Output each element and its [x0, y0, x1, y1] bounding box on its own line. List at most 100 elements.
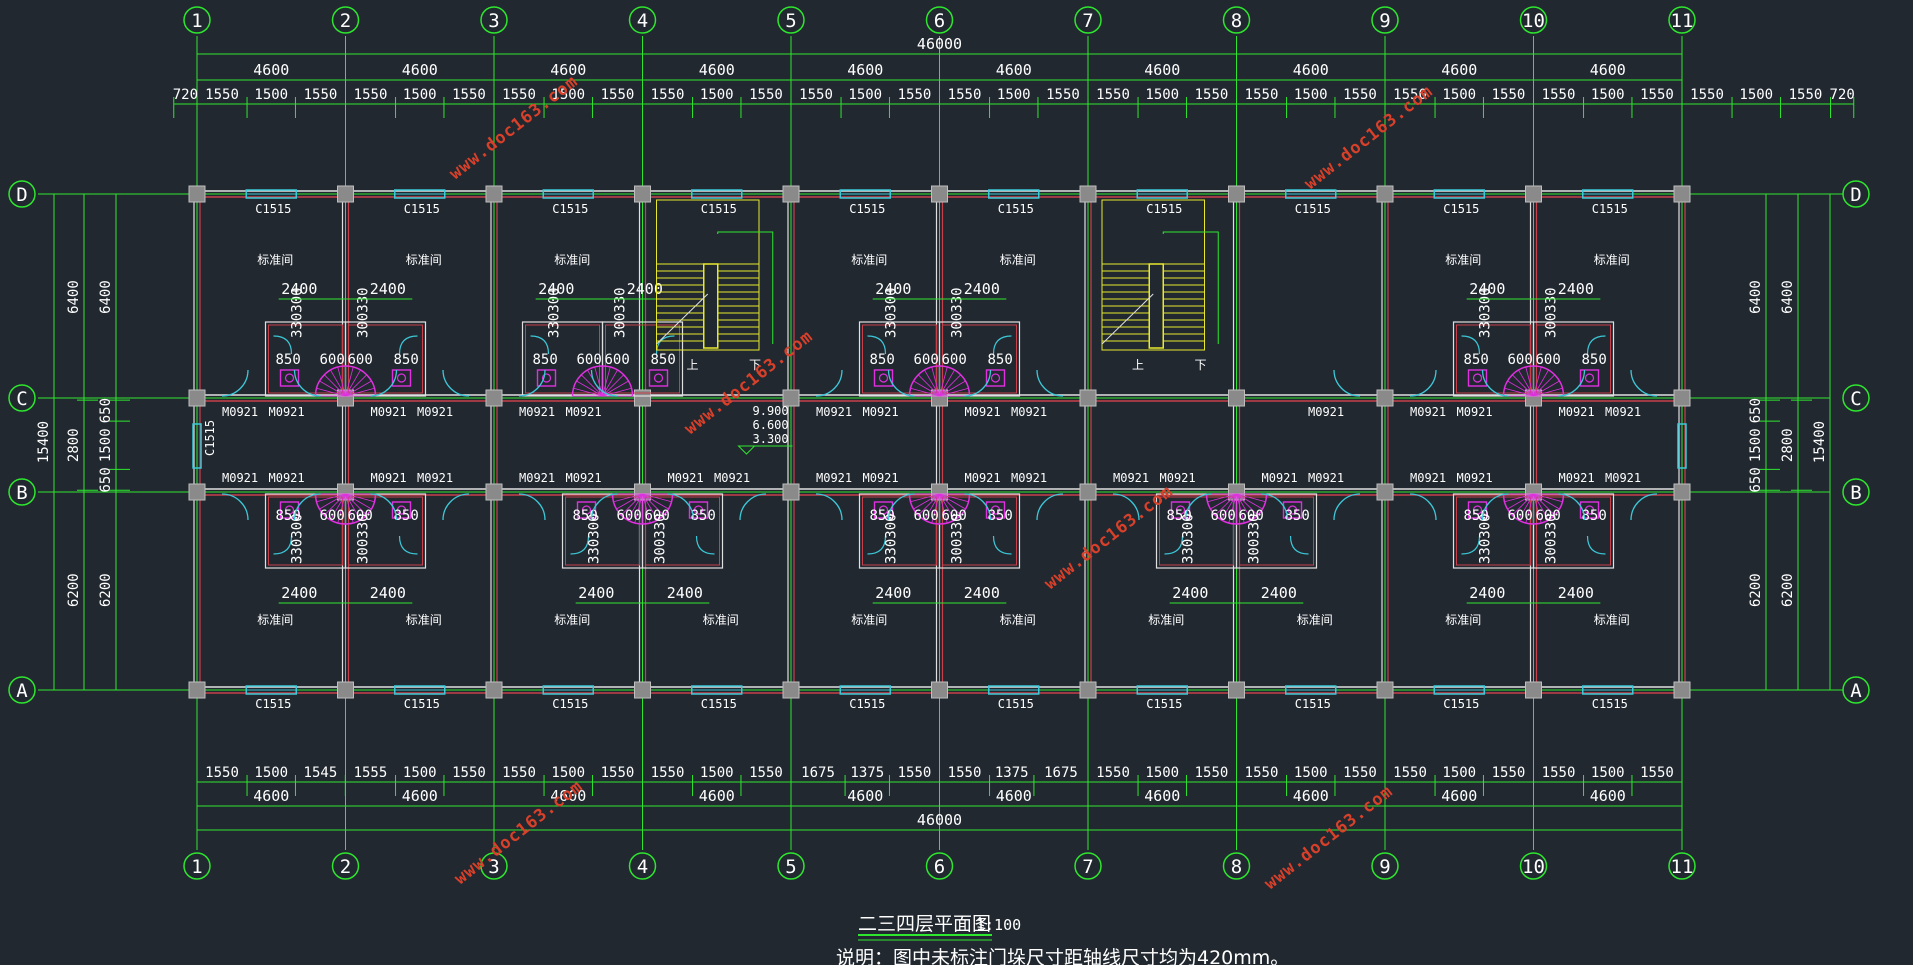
- room-width-dim: 2400: [1558, 584, 1594, 602]
- shower-ray: [345, 387, 375, 397]
- axis-bubble-11: [1668, 6, 1696, 34]
- axis-label-2: 2: [340, 856, 351, 878]
- bathroom-wall-inner: [942, 496, 1017, 566]
- basin: [391, 501, 412, 519]
- basin-drain: [878, 505, 889, 515]
- stair-arrow: [717, 231, 774, 344]
- axis-dim-left-value: 2800: [66, 428, 82, 462]
- window-label: C1515: [1295, 697, 1331, 711]
- bathroom-wall: [938, 493, 1021, 569]
- structural-column: [782, 389, 800, 407]
- axis-bubble-4: [628, 6, 657, 34]
- structural-column: [1376, 389, 1394, 407]
- bath-dim: 300330: [1544, 287, 1560, 338]
- window-label: C1515: [1146, 202, 1182, 216]
- axis-bubble-B: [1842, 478, 1870, 506]
- sub-dim-top-value: 1550: [354, 87, 388, 103]
- sub-dim-bottom-value: 1675: [1044, 765, 1078, 781]
- window-label: C1515: [849, 697, 885, 711]
- sub-dim-top-value: 1550: [898, 87, 932, 103]
- fixture-dim: 850: [988, 508, 1013, 524]
- window-end: [1677, 423, 1687, 469]
- fixture-dim: 600: [942, 352, 967, 368]
- bathroom-wall-inner: [1456, 496, 1531, 566]
- shower-ray: [616, 493, 643, 510]
- shower-ray: [1507, 493, 1534, 510]
- door-swing: [887, 369, 915, 397]
- total-dim-top-value: 46000: [917, 35, 962, 53]
- room-width-dim: 2400: [1469, 280, 1505, 298]
- fixture-dim: 850: [394, 508, 419, 524]
- shower-ray: [918, 374, 940, 397]
- shower-ray: [1525, 366, 1534, 397]
- axis-bubble-6: [925, 6, 954, 34]
- shower-ray: [345, 493, 375, 503]
- bathroom-wall-inner: [1159, 496, 1234, 566]
- door-label: M0921: [1410, 405, 1446, 419]
- total-dim-right-value: 15400: [1812, 421, 1828, 463]
- shower-ray: [627, 493, 643, 521]
- bath-door-swing: [1461, 535, 1481, 555]
- basin: [536, 369, 557, 387]
- door-swing: [590, 493, 618, 521]
- axis-label-4: 4: [637, 856, 648, 878]
- stair-up-label: 上: [687, 358, 699, 372]
- bay-dim-bottom-value: 4600: [1293, 787, 1329, 805]
- fixture-dim: 600: [914, 352, 939, 368]
- sub-dim-bottom-value: 1550: [601, 765, 635, 781]
- bath-dim: 330300: [290, 287, 306, 338]
- axis-label-B: B: [1850, 482, 1861, 504]
- basin: [279, 369, 300, 387]
- room-width-dim: 2400: [370, 584, 406, 602]
- fixture-dim: 600: [605, 352, 630, 368]
- sub-dim-bottom-value: 1500: [254, 765, 288, 781]
- axis-bubble-7: [1074, 852, 1102, 880]
- bath-dim: 300330: [356, 287, 372, 338]
- window-label: C1515: [255, 202, 291, 216]
- axis-dim-left-value: 6400: [66, 280, 82, 314]
- shower-ray: [1236, 493, 1266, 503]
- axis-label-8: 8: [1231, 856, 1242, 878]
- axis-bubble-1: [183, 852, 211, 880]
- axis-bubble-8: [1222, 6, 1251, 34]
- sub-dim-top-value: 1550: [1640, 87, 1674, 103]
- shower-ray: [939, 493, 948, 524]
- sub-dim-bottom-value: 1550: [502, 765, 536, 781]
- bath-door-swing: [1289, 535, 1309, 555]
- shower-ray: [324, 374, 346, 397]
- bathroom-wall-inner: [862, 324, 937, 394]
- room-name: 标准间: [257, 613, 293, 627]
- door-label: M0921: [519, 405, 555, 419]
- axis-label-9: 9: [1379, 10, 1390, 32]
- detail-dim-right-value: 6400: [1748, 280, 1764, 314]
- axis-bubble-3: [480, 852, 508, 880]
- shower-ray: [602, 374, 624, 397]
- door-swing: [518, 369, 546, 397]
- bathroom-wall: [938, 321, 1021, 397]
- total-dim-left-value: 15400: [36, 421, 52, 463]
- axis-label-2: 2: [340, 10, 351, 32]
- basin-drain: [693, 505, 704, 515]
- sub-dim-top-value: 1550: [304, 87, 338, 103]
- window-label: C1515: [1592, 697, 1628, 711]
- room-width-dim: 2400: [281, 280, 317, 298]
- shower-ray: [1518, 493, 1534, 521]
- door-label: M0921: [1262, 471, 1298, 485]
- axis-bubble-5: [777, 852, 805, 880]
- bathroom-wall-inner: [525, 324, 600, 394]
- bath-door-swing: [1461, 335, 1481, 355]
- axis-label-10: 10: [1522, 10, 1545, 32]
- door-swing: [1558, 369, 1586, 397]
- fixture-dim: 850: [870, 352, 895, 368]
- fixture-dim: 600: [942, 508, 967, 524]
- bathroom-wall-inner: [605, 324, 680, 394]
- structural-column: [782, 483, 800, 501]
- sub-dim-bottom-value: 1500: [551, 765, 585, 781]
- sub-dim-bottom-value: 1550: [1096, 765, 1130, 781]
- shower-ray: [918, 493, 940, 516]
- shower-ray: [345, 369, 361, 397]
- door-label: M0921: [222, 405, 258, 419]
- door-label: M0921: [1308, 405, 1344, 419]
- room-name: 标准间: [406, 613, 442, 627]
- bathroom-wall-inner: [1239, 496, 1314, 566]
